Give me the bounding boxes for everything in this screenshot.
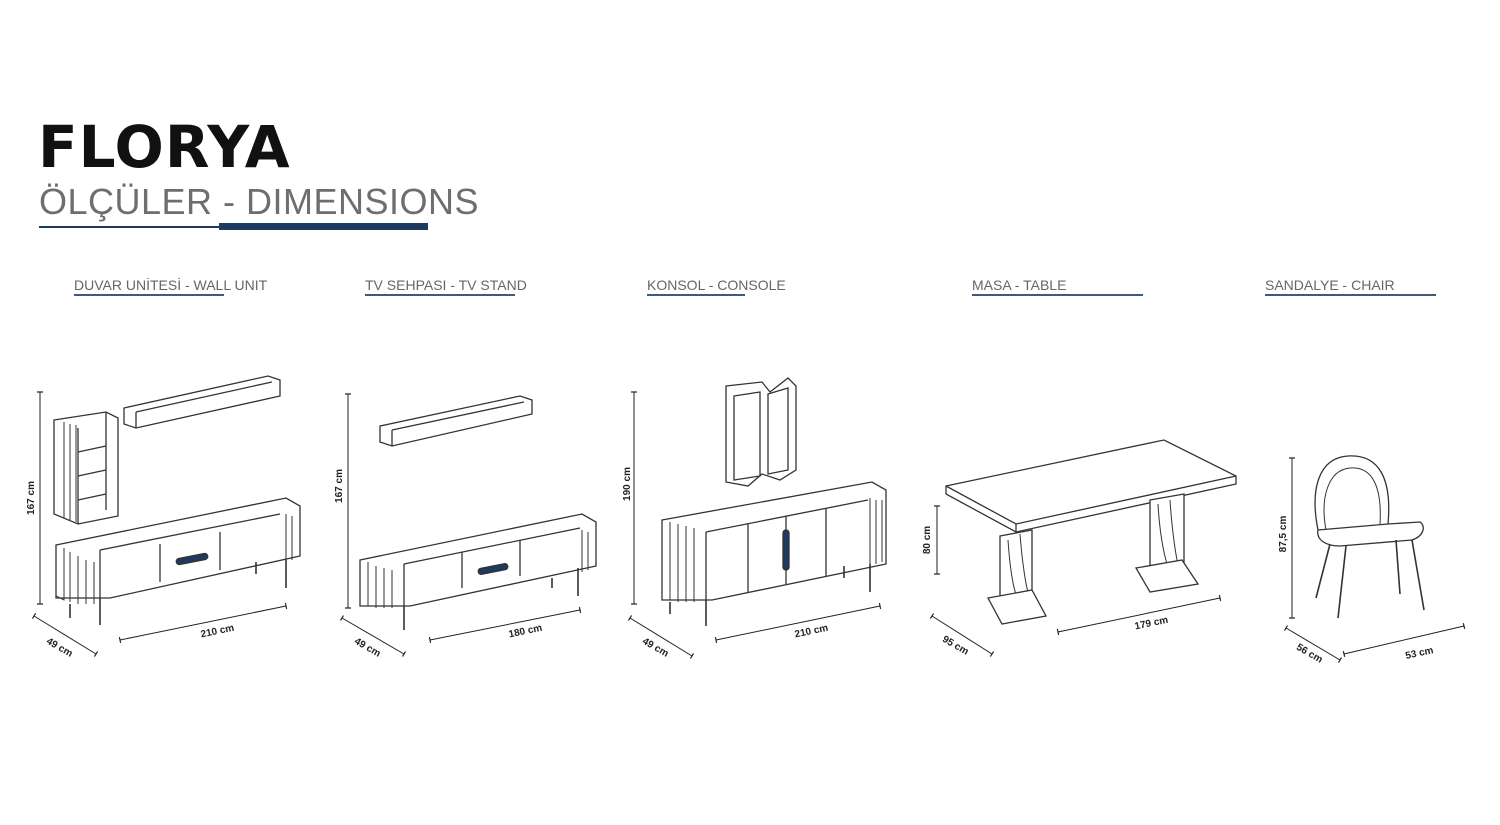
- chair-height-label: 87,5 cm: [1278, 516, 1289, 553]
- section-rule: [74, 294, 224, 296]
- tv-stand-dimensions: [339, 393, 582, 657]
- wall-unit-drawing: [53, 375, 301, 625]
- brand-title: FLORYA: [38, 113, 291, 181]
- wall-unit-depth-label: 49 cm: [44, 636, 74, 660]
- table-dimensions: [929, 505, 1222, 657]
- section-wall-unit: DUVAR UNİTESİ - WALL UNIT: [74, 276, 267, 300]
- chair-dimensions: [1283, 457, 1466, 663]
- section-rule: [972, 294, 1143, 296]
- section-label-console: KONSOL - CONSOLE: [647, 277, 786, 293]
- wall-unit-height-label: 167 cm: [26, 481, 37, 515]
- wall-unit-width-label: 210 cm: [200, 623, 236, 641]
- section-table: MASA - TABLE: [972, 276, 1143, 300]
- title-underline-thick: [219, 223, 428, 230]
- chair-width-label: 53 cm: [1404, 645, 1434, 662]
- section-label-wall-unit: DUVAR UNİTESİ - WALL UNIT: [74, 277, 268, 293]
- section-tv-stand: TV SEHPASI - TV STAND: [365, 276, 527, 300]
- wall-unit-dimensions: [31, 391, 288, 657]
- chair-depth-label: 56 cm: [1294, 642, 1324, 666]
- tv-stand-depth-label: 49 cm: [352, 636, 382, 660]
- console-drawing: [661, 377, 887, 626]
- tv-stand-height-label: 167 cm: [334, 469, 345, 503]
- section-chair: SANDALYE - CHAIR: [1265, 276, 1436, 300]
- section-console: KONSOL - CONSOLE: [647, 276, 786, 300]
- table-height-label: 80 cm: [922, 526, 933, 554]
- title-underline-thin: [39, 226, 219, 228]
- section-rule: [1265, 294, 1436, 296]
- section-rule: [365, 294, 515, 296]
- page-subtitle: ÖLÇÜLER - DIMENSIONS: [39, 181, 480, 222]
- chair-drawing: [1314, 455, 1425, 619]
- section-rule: [647, 294, 745, 296]
- table-drawing: [945, 439, 1237, 625]
- section-label-table: MASA - TABLE: [972, 277, 1067, 293]
- section-label-chair: SANDALYE - CHAIR: [1265, 277, 1395, 293]
- console-width-label: 210 cm: [794, 623, 830, 641]
- tv-stand-width-label: 180 cm: [508, 623, 544, 641]
- console-dimensions: [627, 391, 882, 659]
- tv-stand-drawing: [359, 395, 597, 630]
- section-label-tv-stand: TV SEHPASI - TV STAND: [365, 277, 527, 293]
- console-height-label: 190 cm: [622, 467, 633, 501]
- table-width-label: 179 cm: [1134, 615, 1170, 633]
